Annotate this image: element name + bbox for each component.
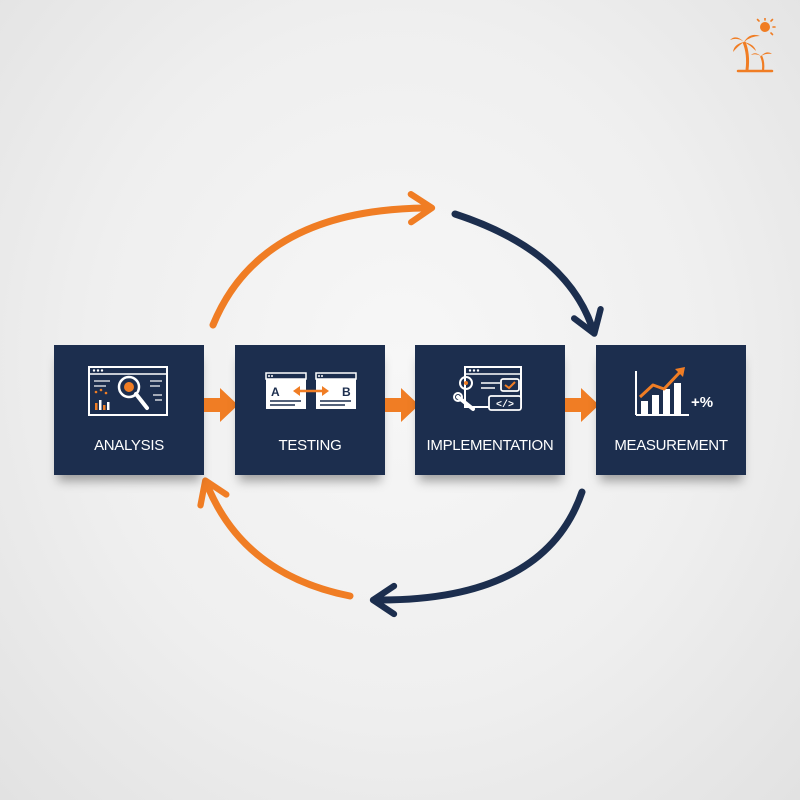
variant-a-label: A xyxy=(271,385,280,399)
code-glyph: </> xyxy=(496,399,514,411)
cycle-arrow-bottom-left xyxy=(197,477,354,600)
cycle-arrow-top-right xyxy=(451,210,604,337)
cycle-arrow-top-left xyxy=(209,191,436,329)
gain-text: +% xyxy=(691,394,713,411)
flow-arrow-analysis-to-testing xyxy=(204,388,238,422)
variant-b-label: B xyxy=(342,385,351,399)
code-tools-icon: </> xyxy=(453,366,522,411)
stage-label-measurement: MEASUREMENT xyxy=(614,437,728,454)
stage-implementation: </> IMPLEMENTATION xyxy=(415,345,565,475)
stage-testing: A B TESTING xyxy=(235,345,385,475)
stage-analysis: ANALYSIS xyxy=(54,345,204,475)
stage-label-implementation: IMPLEMENTATION xyxy=(426,437,554,454)
flow-arrow-implementation-to-measurement xyxy=(565,388,599,422)
stage-measurement: +% MEASUREMENT xyxy=(596,345,746,475)
palm-tree-sun-icon xyxy=(730,18,776,73)
rising-bar-chart-icon: +% xyxy=(635,367,713,416)
cycle-arrow-bottom-right xyxy=(369,488,586,618)
ab-test-icon: A B xyxy=(265,372,357,409)
stage-label-testing: TESTING xyxy=(278,437,342,454)
flow-arrow-testing-to-implementation xyxy=(385,388,419,422)
stage-label-analysis: ANALYSIS xyxy=(94,437,164,454)
magnifier-dashboard-icon xyxy=(88,366,168,416)
